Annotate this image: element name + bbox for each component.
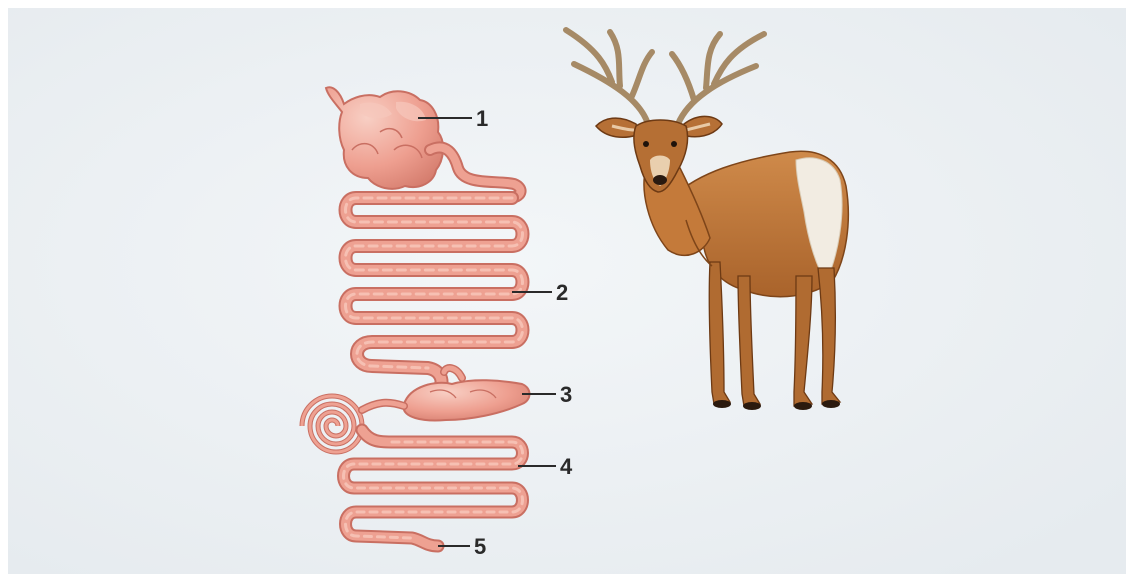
label-3: 3 <box>560 382 572 407</box>
label-4: 4 <box>560 454 573 479</box>
label-2: 2 <box>556 280 568 305</box>
label-5: 5 <box>474 534 486 559</box>
label-1: 1 <box>476 106 488 131</box>
